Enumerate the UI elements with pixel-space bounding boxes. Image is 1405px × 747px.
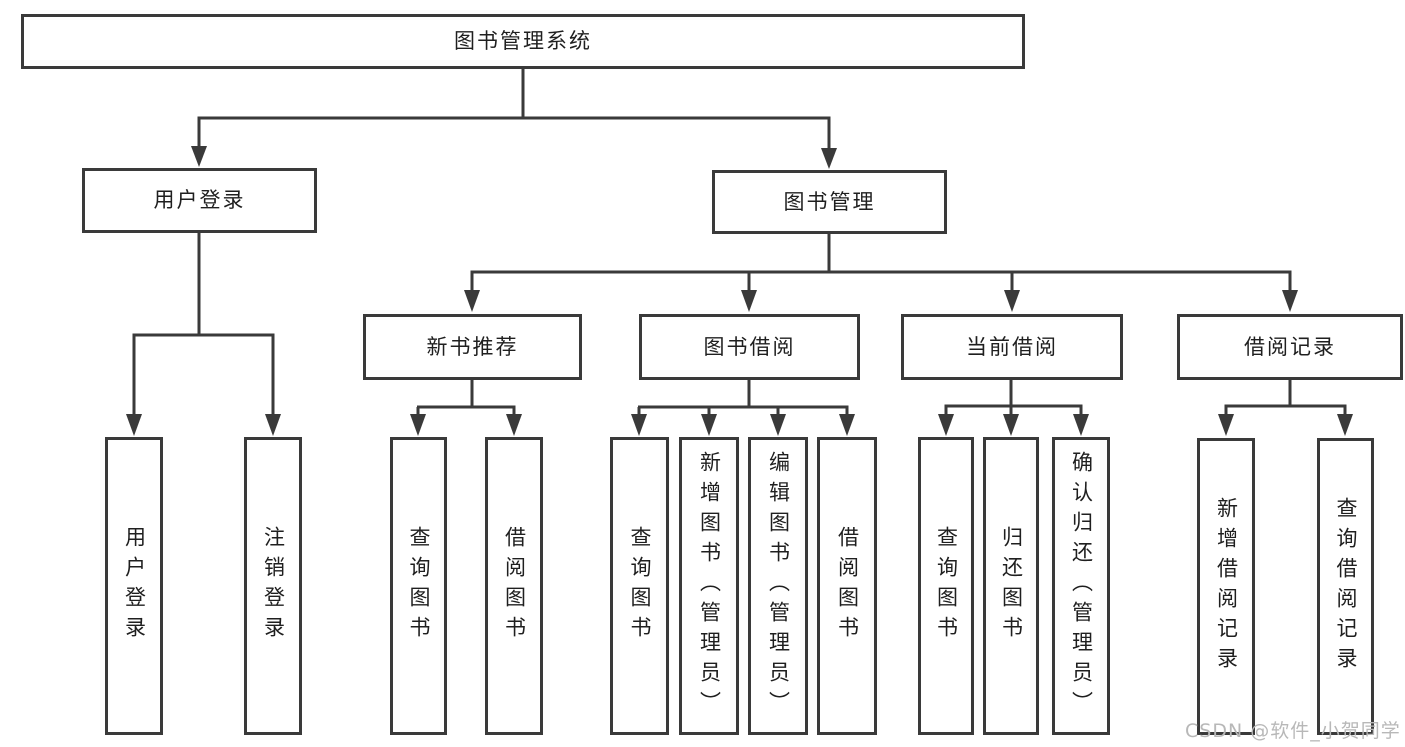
connectors-current-borrow	[938, 380, 1089, 436]
arrowhead-down-icon	[191, 146, 207, 167]
leaf-add-book-admin: 新增图书（管理员）	[679, 437, 739, 735]
node-root: 图书管理系统	[21, 14, 1025, 69]
arrowhead-down-icon	[770, 414, 786, 436]
connectors-book-borrow	[631, 380, 855, 436]
leaf-edit-book-admin: 编辑图书（管理员）	[748, 437, 808, 735]
leaf-query-borrow-record: 查询借阅记录	[1317, 438, 1374, 735]
connectors-new-book-recommend	[410, 380, 522, 436]
connectors-user-login	[126, 233, 281, 436]
leaf-query-books-recommend: 查询图书	[390, 437, 447, 735]
arrowhead-down-icon	[839, 414, 855, 436]
connectors-root	[191, 68, 837, 169]
leaf-query-books-borrow: 查询图书	[610, 437, 669, 735]
leaf-borrow-books: 借阅图书	[817, 437, 877, 735]
leaf-query-books-current: 查询图书	[918, 437, 974, 735]
leaf-logout: 注销登录	[244, 437, 302, 735]
leaf-user-login: 用户登录	[105, 437, 163, 735]
node-current-borrow: 当前借阅	[901, 314, 1123, 380]
leaf-borrow-books-recommend: 借阅图书	[485, 437, 543, 735]
leaf-confirm-return-admin: 确认归还（管理员）	[1052, 437, 1110, 735]
arrowhead-down-icon	[1073, 414, 1089, 436]
arrowhead-down-icon	[631, 414, 647, 436]
arrowhead-down-icon	[701, 414, 717, 436]
watermark: CSDN @软件_小贺同学	[1185, 720, 1401, 742]
arrowhead-down-icon	[1004, 290, 1020, 312]
arrowhead-down-icon	[821, 148, 837, 169]
arrowhead-down-icon	[938, 414, 954, 436]
arrowhead-down-icon	[1282, 290, 1298, 312]
node-user-login: 用户登录	[82, 168, 317, 233]
arrowhead-down-icon	[1003, 414, 1019, 436]
node-new-book-recommend: 新书推荐	[363, 314, 582, 380]
arrowhead-down-icon	[265, 414, 281, 436]
arrowhead-down-icon	[1218, 414, 1234, 436]
arrowhead-down-icon	[126, 414, 142, 436]
leaf-return-book: 归还图书	[983, 437, 1039, 735]
node-book-management: 图书管理	[712, 170, 947, 234]
node-borrow-records: 借阅记录	[1177, 314, 1403, 380]
arrowhead-down-icon	[741, 290, 757, 312]
arrowhead-down-icon	[464, 290, 480, 312]
arrowhead-down-icon	[410, 414, 426, 436]
connectors-book-management	[464, 234, 1298, 312]
leaf-add-borrow-record: 新增借阅记录	[1197, 438, 1255, 735]
arrowhead-down-icon	[506, 414, 522, 436]
node-book-borrow: 图书借阅	[639, 314, 860, 380]
arrowhead-down-icon	[1337, 414, 1353, 436]
connectors-borrow-records	[1218, 380, 1353, 436]
